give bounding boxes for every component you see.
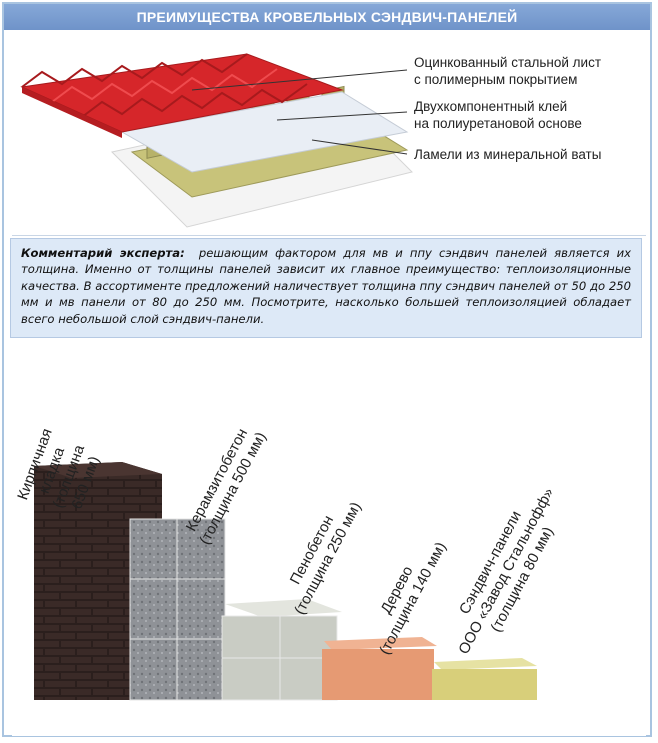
label-mineral-wool: Ламели из минеральной ваты [414,146,601,163]
label-glue-line1: Двухкомпонентный клей [414,99,568,114]
label-glue: Двухкомпонентный клей на полиуретановой … [414,98,582,132]
block-wood [322,637,437,700]
expert-comment: Комментарий эксперта: решающим фактором … [10,238,642,338]
label-steel-line1: Оцинкованный стальной лист [414,55,602,70]
leader-line-1 [191,69,408,91]
materials-illustration [34,462,537,701]
sandwich-panel-illustration [20,53,413,228]
label-wool-line1: Ламели из минеральной ваты [414,147,602,162]
label-steel-line2: с полимерным покрытием [414,72,578,87]
comment-text: решающим фактором для мв и ппу сэндвич п… [21,246,631,326]
page-title: ПРЕИМУЩЕСТВА КРОВЕЛЬНЫХ СЭНДВИЧ-ПАНЕЛЕЙ [4,4,650,30]
label-glue-line2: на полиуретановой основе [414,116,582,131]
block-aerated-concrete [221,599,342,701]
comment-lead: Комментарий эксперта: [21,246,185,260]
panel-diagram: Оцинкованный стальной лист с полимерным … [12,32,646,236]
steel-sheet [20,53,344,138]
block-sandwich-panel [432,658,537,700]
thickness-comparison: Кирпичная кладка (толщина 650 мм) Керамз… [12,344,646,736]
label-steel-sheet: Оцинкованный стальной лист с полимерным … [414,54,601,88]
leader-line-3 [311,139,408,155]
block-expanded-clay-concrete [129,518,226,701]
leader-line-2 [276,111,408,121]
glue-layer [120,91,409,173]
